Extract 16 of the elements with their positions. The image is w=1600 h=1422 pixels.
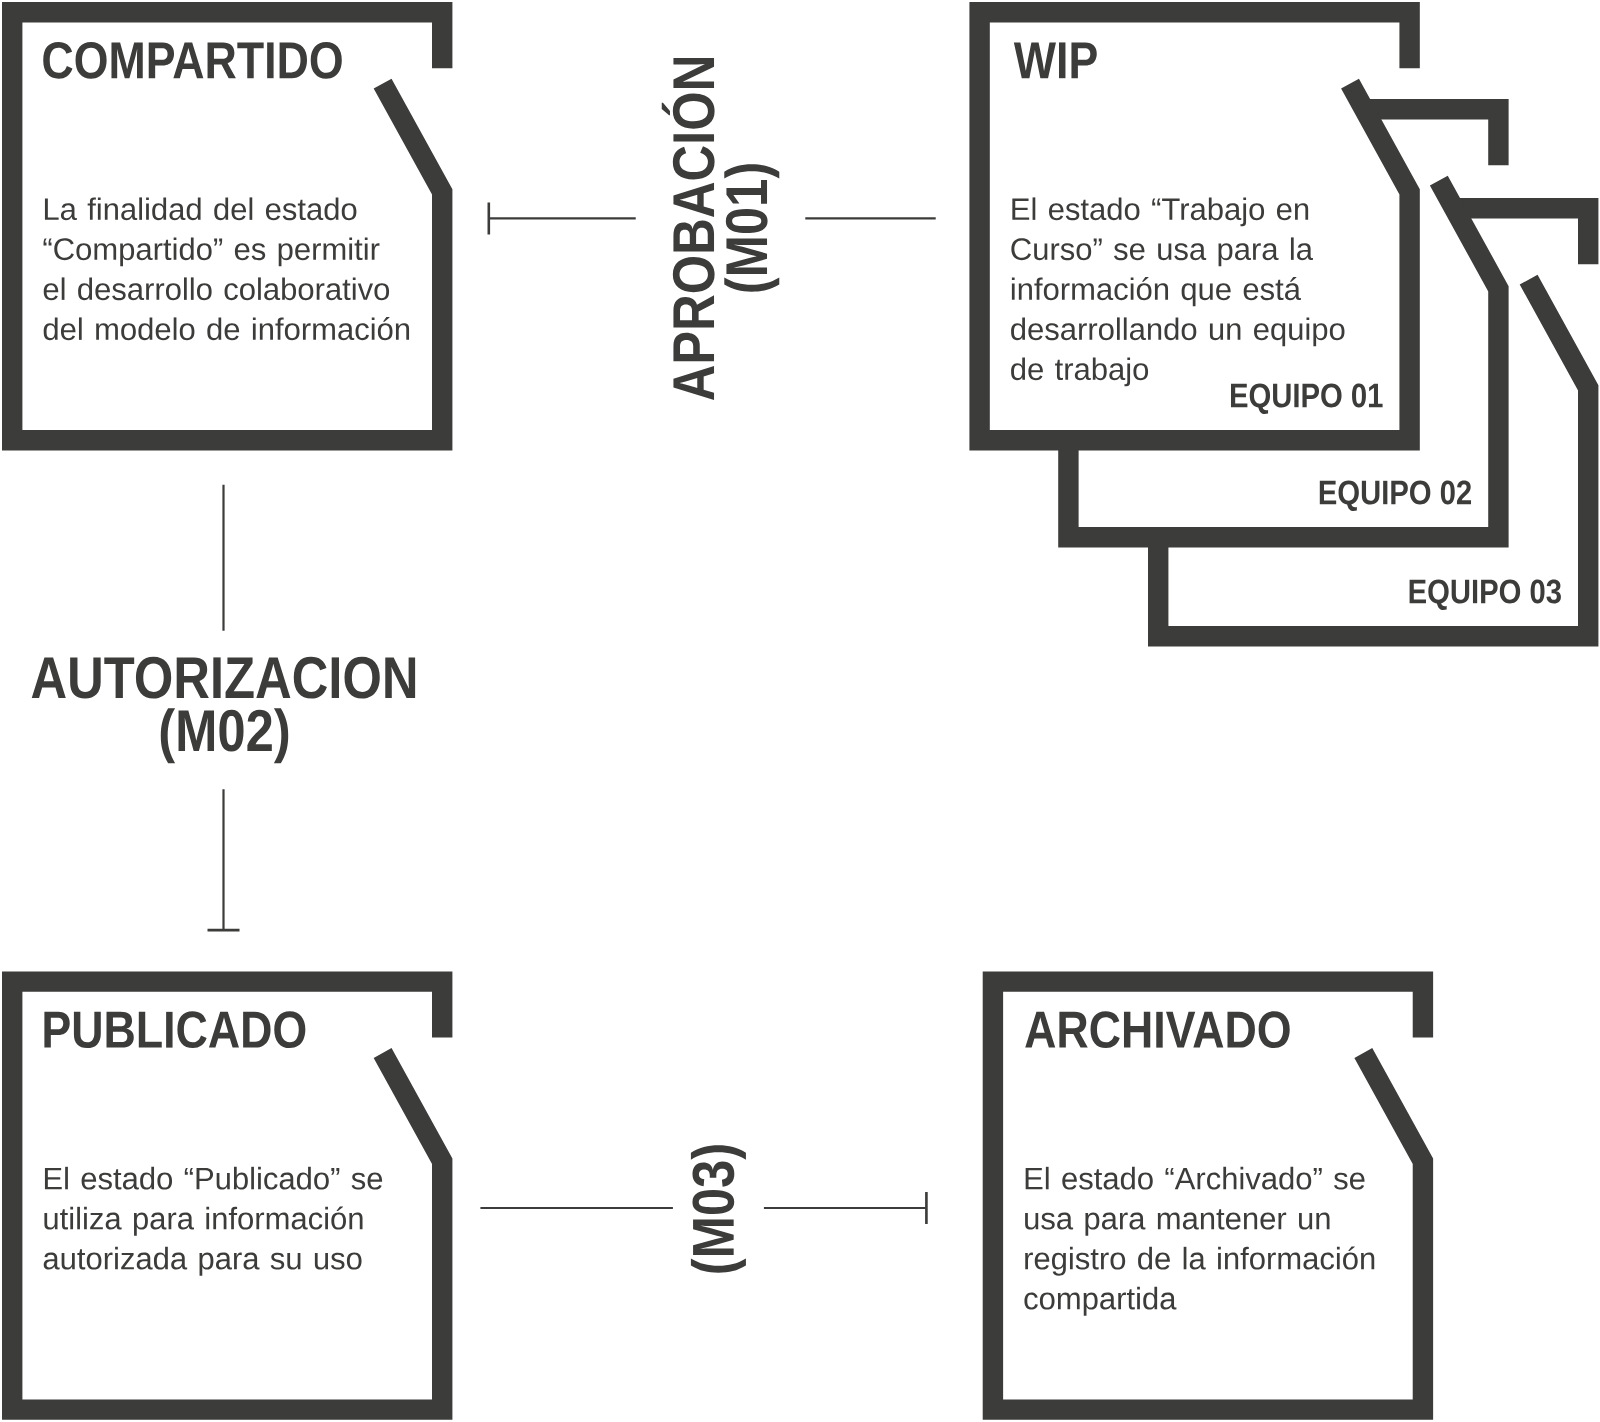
document-box [2, 2, 453, 451]
team-label: EQUIPO 02 [1319, 480, 1471, 511]
box-title: ARCHIVADO [1025, 1011, 1290, 1049]
box-title: PUBLICADO [44, 1011, 306, 1049]
edge-label: (M03) [672, 1139, 764, 1279]
document-box [969, 2, 1420, 451]
description-text: El estado “Archivado” se usa para mantener un registro de la información compartida [1024, 1166, 1375, 1316]
description-text: La finalidad del estado “Compartido” es permitir el desarrollo colaborativo del modelo de información [43, 197, 410, 341]
team-label: EQUIPO 03 [1409, 579, 1561, 610]
edge-label: APROBACIÓN (M01) [635, 45, 806, 411]
edge-label: AUTORIZACION (M02) [27, 630, 422, 790]
document-box [982, 971, 1434, 1420]
box-title: WIP [1013, 42, 1097, 79]
document-box [2, 971, 453, 1420]
box-title: COMPARTIDO [43, 41, 342, 79]
description-text: El estado “Publicado” se utiliza para información autorizada para su uso [43, 1166, 383, 1276]
